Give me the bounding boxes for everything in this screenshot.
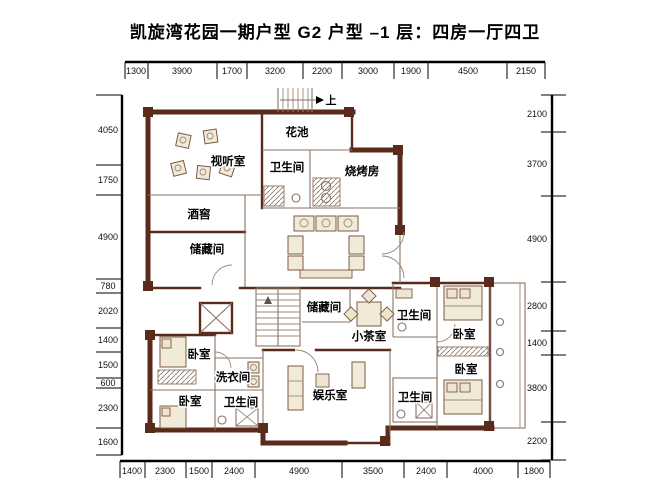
- washer-icon: [247, 375, 260, 388]
- toilet-icon: [397, 322, 407, 332]
- shower-icon: [235, 407, 259, 427]
- toilet-icon: [396, 409, 406, 419]
- floorplan-walls: [143, 107, 526, 446]
- shower-icon: [415, 401, 433, 419]
- room-label-bedroom-left-top: 卧室: [188, 347, 211, 361]
- stair-arrow-icon: [264, 296, 272, 304]
- room-labels: 上 花池 视听室 卫生间 烧烤房 酒窖 储藏间 储藏间 小茶室 卫生间 卧室 卧…: [177, 93, 479, 411]
- dim-label: 4050: [98, 125, 118, 135]
- room-label-bedroom-right-top: 卧室: [453, 327, 476, 341]
- dim-label: 2100: [527, 109, 547, 119]
- dim-strip-bottom: 1400 2300 1500 2400 4900 3500 2400 4000 …: [119, 459, 551, 478]
- dim-label: 4500: [458, 66, 478, 76]
- sink-icon: [395, 288, 413, 299]
- dim-label: 2300: [98, 403, 118, 413]
- dim-label: 3200: [265, 66, 285, 76]
- dim-label: 1500: [98, 360, 118, 370]
- theater-chair-icon: [195, 164, 212, 181]
- room-label-wine-cellar: 酒窖: [188, 207, 211, 221]
- room-label-bbq-room: 烧烤房: [345, 164, 380, 178]
- theater-chair-icon: [170, 159, 188, 177]
- dim-label: 2150: [516, 66, 536, 76]
- dim-label: 1400: [122, 466, 142, 476]
- theater-chair-icon: [218, 159, 237, 178]
- room-label-av-room: 视听室: [211, 154, 246, 168]
- dim-label: 1800: [524, 466, 544, 476]
- dim-label: 3900: [172, 66, 192, 76]
- room-label-entertainment: 娱乐室: [313, 388, 348, 402]
- room-label-bath-top: 卫生间: [270, 160, 305, 174]
- shower-icon: [263, 185, 285, 207]
- wardrobe-icon: [157, 369, 197, 385]
- dim-label: 3500: [363, 466, 383, 476]
- dim-label: 1900: [401, 66, 421, 76]
- side-table-icon: [315, 373, 330, 388]
- sofa-set-icon: [287, 215, 365, 279]
- elevator: [198, 301, 234, 335]
- theater-chair-icon: [202, 128, 219, 145]
- room-label-bath-mid-right: 卫生间: [397, 308, 432, 322]
- sofa-icon: [287, 365, 304, 411]
- up-arrow-icon: [316, 96, 324, 104]
- room-label-stair-up: 上: [326, 93, 337, 107]
- room-label-bedroom-right-bottom: 卧室: [455, 362, 478, 376]
- dim-label: 1750: [98, 175, 118, 185]
- dim-label: 4000: [473, 466, 493, 476]
- dim-label: 1700: [222, 66, 242, 76]
- theater-chair-icon: [175, 132, 192, 149]
- dim-label: 3000: [358, 66, 378, 76]
- room-label-laundry: 洗衣间: [216, 370, 251, 384]
- room-label-flower-bed: 花池: [286, 125, 309, 139]
- dim-label: 3700: [527, 159, 547, 169]
- room-label-bath-bottom-right: 卫生间: [398, 390, 433, 404]
- page-title: 凯旋湾花园一期户型 G2 户型 –1 层：四房一厅四卫: [129, 23, 541, 42]
- room-label-storage-center: 储藏间: [307, 300, 342, 314]
- dim-label: 4900: [527, 234, 547, 244]
- staircase-top: [277, 88, 324, 112]
- dim-label: 2020: [98, 306, 118, 316]
- dim-label: 2800: [527, 301, 547, 311]
- dim-label: 780: [100, 281, 115, 291]
- room-label-bath-bottom-left: 卫生间: [224, 395, 259, 409]
- dim-label: 2400: [416, 466, 436, 476]
- dim-label: 4900: [289, 466, 309, 476]
- tv-cabinet-icon: [351, 361, 366, 389]
- washer-icon: [247, 361, 260, 374]
- staircase-main: [255, 287, 301, 347]
- bed-icon: [159, 405, 187, 429]
- dim-label: 1300: [126, 66, 146, 76]
- dim-label: 2200: [527, 436, 547, 446]
- dim-strip-top: 1300 3900 1700 3200 2200 3000 1900 4500 …: [124, 60, 546, 79]
- dim-label: 1400: [98, 335, 118, 345]
- dim-strip-right: 2100 3700 4900 2800 1400 3800 2200: [527, 94, 566, 461]
- bed-icon: [443, 379, 483, 415]
- dim-label: 600: [100, 378, 115, 388]
- room-label-tea-room: 小茶室: [351, 329, 387, 343]
- bed-icon: [443, 285, 483, 321]
- closet-icon: [437, 346, 489, 357]
- toilet-icon: [291, 193, 301, 203]
- tea-table-icon: [343, 288, 395, 327]
- room-label-storage-left: 储藏间: [190, 242, 225, 256]
- dim-label: 4900: [98, 232, 118, 242]
- dim-label: 1400: [527, 338, 547, 348]
- bed-icon: [159, 336, 187, 368]
- dim-strip-left: 4050 1750 4900 780 2020 1400 1500 600 23…: [96, 94, 124, 456]
- dim-label: 1500: [189, 466, 209, 476]
- dim-label: 2200: [312, 66, 332, 76]
- dim-label: 2300: [155, 466, 175, 476]
- dim-label: 1600: [98, 437, 118, 447]
- bbq-counter-icon: [312, 177, 341, 207]
- dim-label: 2400: [224, 466, 244, 476]
- dim-label: 3800: [527, 383, 547, 393]
- furniture: [157, 128, 489, 429]
- room-label-bedroom-left-bottom: 卧室: [179, 394, 202, 408]
- toilet-icon: [217, 415, 227, 425]
